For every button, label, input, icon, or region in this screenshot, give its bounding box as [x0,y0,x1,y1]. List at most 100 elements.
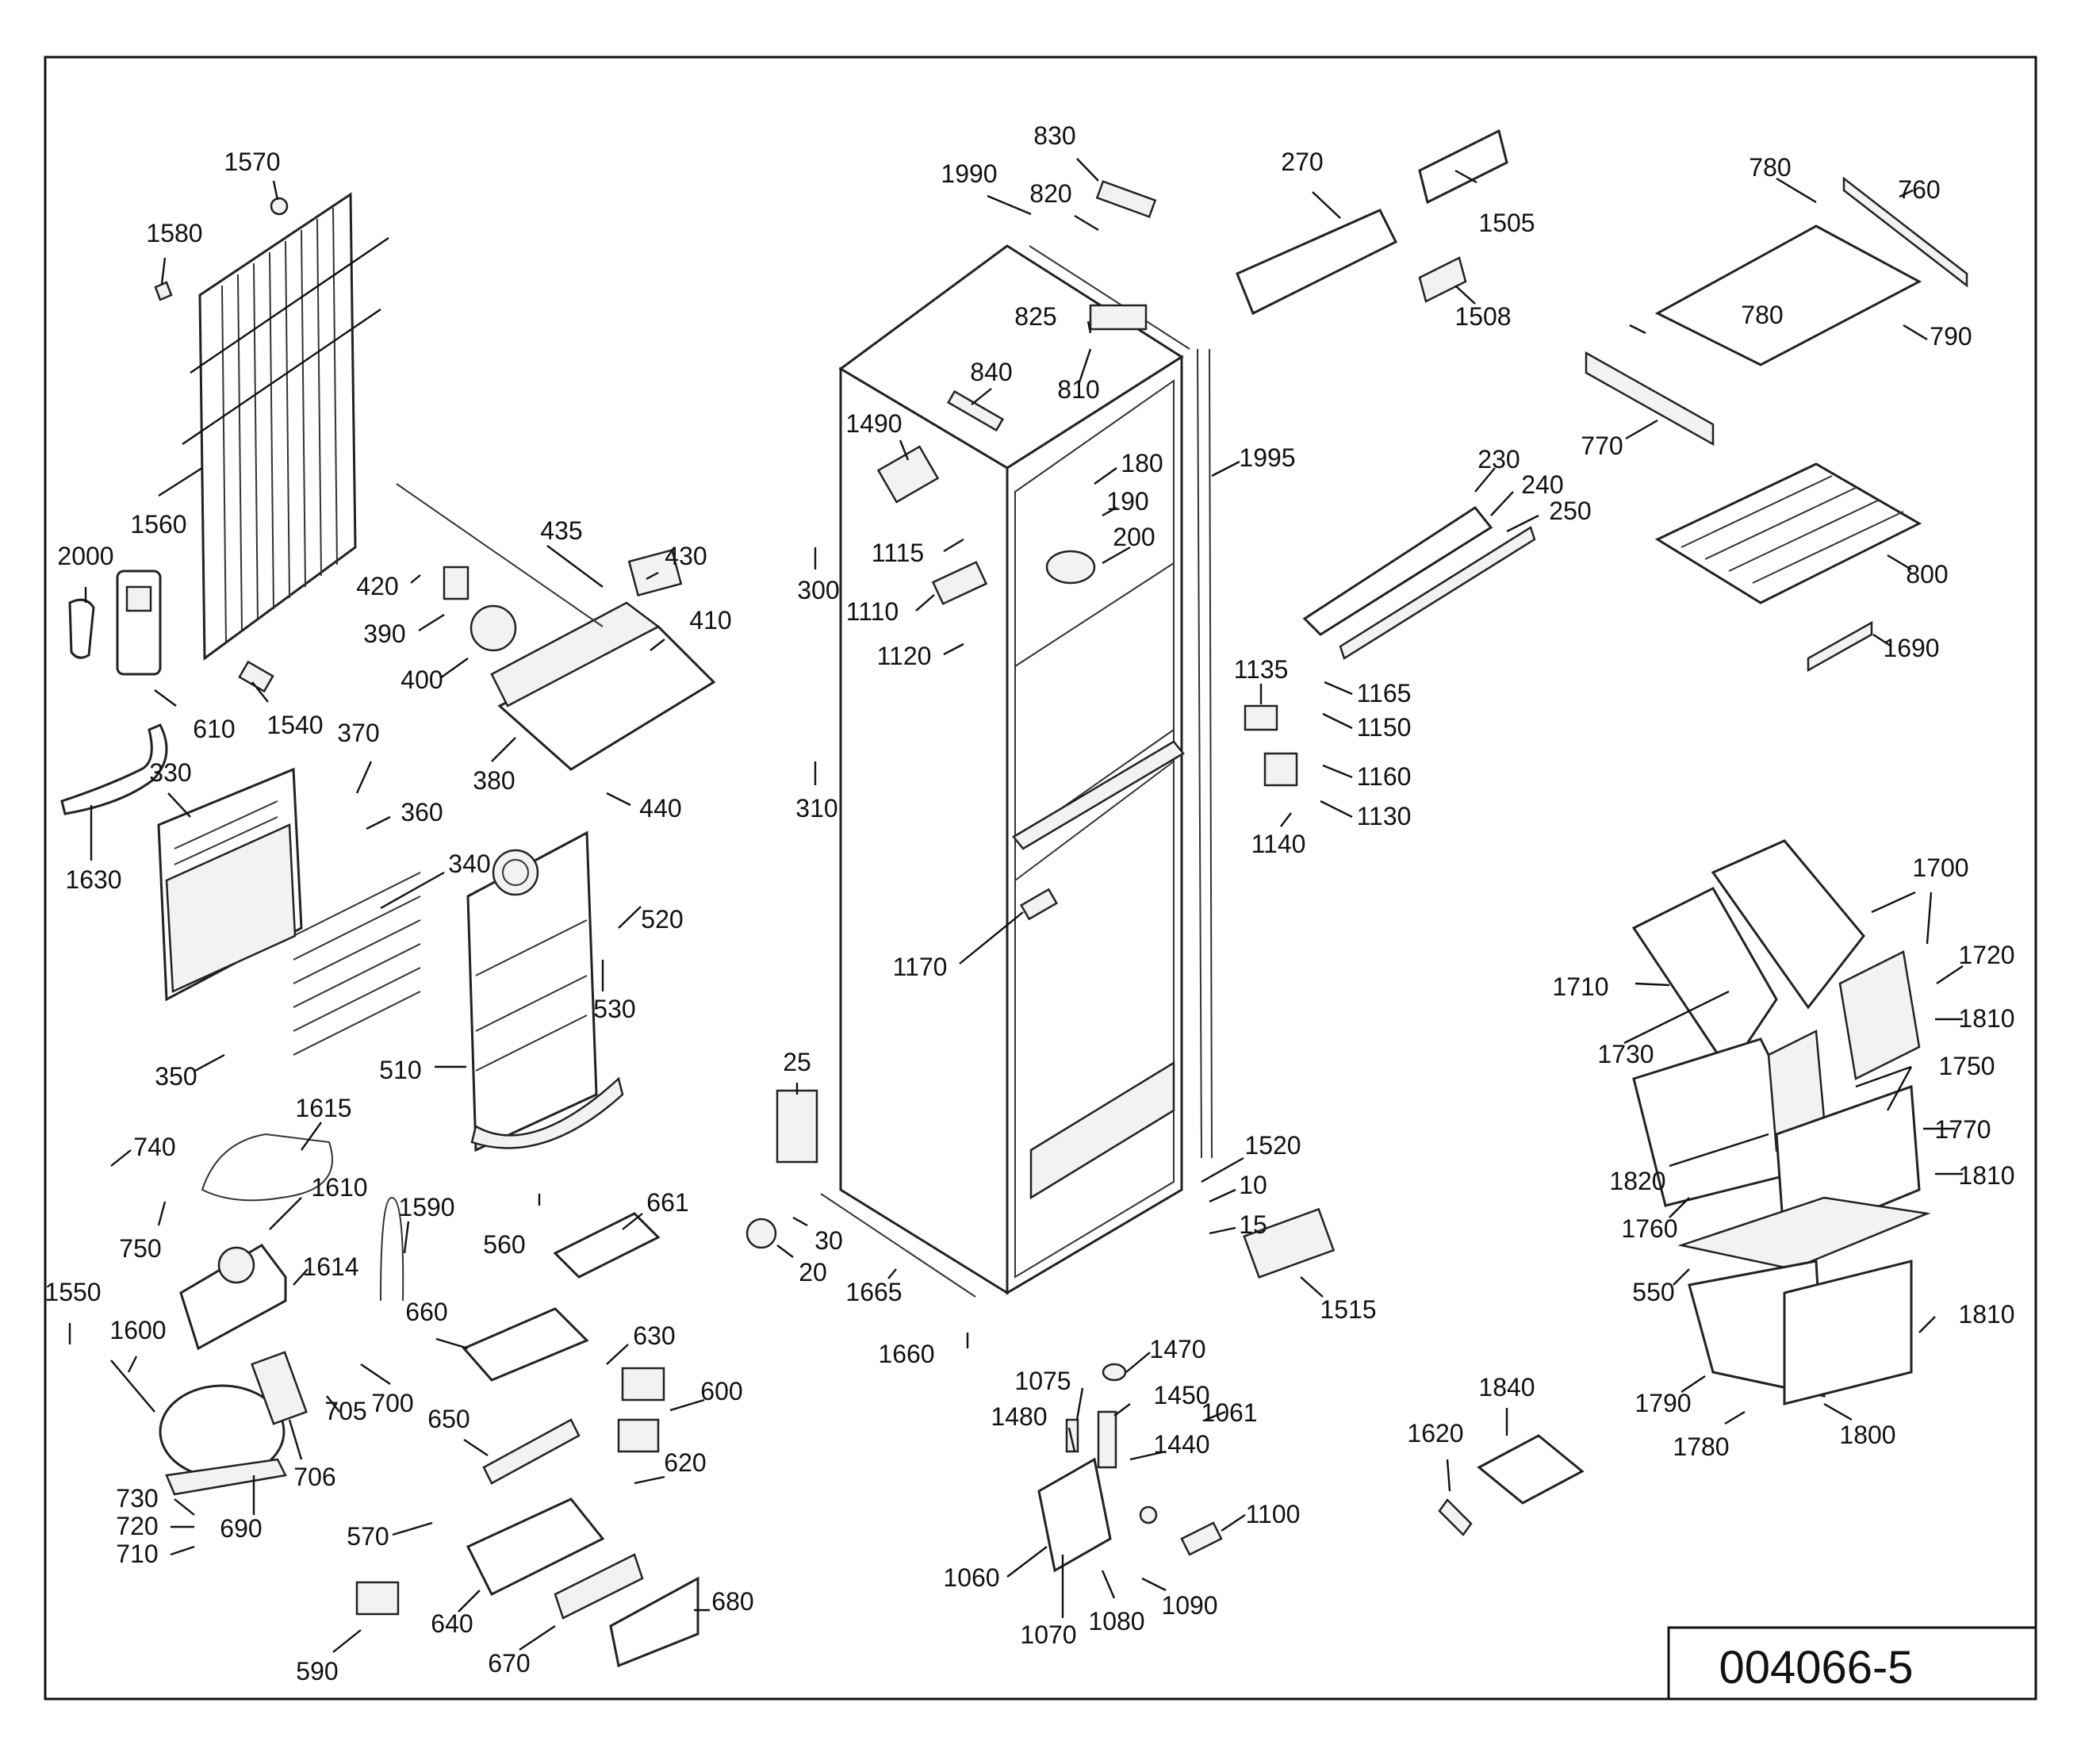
part-label-1505: 1505 [1478,209,1535,237]
hose-part [60,723,168,815]
part-label-1600: 1600 [109,1316,166,1344]
part-label-1700: 1700 [1912,853,1968,882]
part-label-570: 570 [347,1522,389,1551]
part-label-780: 780 [1749,153,1791,182]
valve-part [68,569,274,693]
part-label-1075: 1075 [1014,1367,1071,1395]
part-label-840: 840 [970,358,1012,386]
part-label-1615: 1615 [295,1094,351,1122]
part-label-1580: 1580 [146,219,202,247]
part-label-200: 200 [1113,523,1155,551]
part-label-240: 240 [1521,470,1563,499]
part-label-1750: 1750 [1938,1052,1995,1080]
fan-housing-part [396,483,716,771]
part-label-1810: 1810 [1958,1161,2014,1190]
part-label-1115: 1115 [872,539,924,567]
part-label-640: 640 [431,1609,473,1638]
title-block [1667,1626,2037,1701]
part-label-1090: 1090 [1161,1591,1217,1620]
part-label-1515: 1515 [1320,1295,1376,1324]
part-label-1810: 1810 [1958,1004,2014,1033]
part-label-1820: 1820 [1609,1167,1665,1195]
part-label-420: 420 [356,572,398,600]
tube-1590-part [380,1196,404,1302]
part-label-1770: 1770 [1934,1115,1991,1144]
part-label-661: 661 [646,1188,688,1217]
part-label-680: 680 [711,1587,753,1616]
part-label-1170: 1170 [893,953,948,981]
part-label-1800: 1800 [1839,1421,1895,1449]
part-label-350: 350 [155,1062,197,1091]
part-label-1720: 1720 [1958,941,2014,969]
control-assembly-parts [355,1212,699,1668]
part-label-1790: 1790 [1635,1389,1691,1417]
part-label-825: 825 [1014,302,1056,331]
part-label-360: 360 [400,798,443,826]
part-label-1665: 1665 [845,1278,902,1306]
part-label-1760: 1760 [1621,1214,1677,1243]
part-label-620: 620 [664,1448,706,1477]
part-label-550: 550 [1632,1278,1674,1306]
part-label-690: 690 [220,1514,262,1543]
part-label-1135: 1135 [1234,655,1289,684]
part-label-300: 300 [797,576,839,604]
pad-part [1477,1434,1585,1505]
part-label-740: 740 [133,1133,175,1161]
part-label-1570: 1570 [224,148,280,176]
part-label-1110: 1110 [846,597,899,626]
part-label-1061: 1061 [1201,1398,1257,1427]
evaporator-coil-part [293,872,421,1056]
part-label-1660: 1660 [878,1340,934,1368]
part-label-710: 710 [116,1540,158,1568]
shelf-parts [1585,176,1968,673]
part-label-330: 330 [149,758,191,787]
part-label-560: 560 [483,1230,525,1259]
part-label-1810: 1810 [1958,1300,2014,1329]
part-label-1840: 1840 [1478,1373,1535,1402]
hinge-assembly-parts [1037,1363,1223,1573]
part-label-1550: 1550 [44,1278,101,1306]
part-label-730: 730 [116,1484,158,1513]
screw-part [1438,1498,1473,1536]
part-label-400: 400 [400,665,443,694]
part-label-1780: 1780 [1673,1432,1729,1461]
drawer-parts [1631,839,1931,1405]
part-label-530: 530 [593,995,635,1023]
part-label-250: 250 [1549,497,1591,525]
part-label-590: 590 [296,1657,338,1685]
part-label-750: 750 [119,1234,161,1263]
part-label-440: 440 [639,794,681,823]
refrigerator-cabinet [745,180,1336,1298]
part-label-410: 410 [689,606,731,635]
pipe-loop-part [201,1133,333,1202]
part-label-1990: 1990 [941,159,997,188]
part-label-520: 520 [641,905,683,934]
part-label-600: 600 [700,1377,742,1405]
part-label-1590: 1590 [398,1193,454,1221]
compressor-part [110,1351,308,1496]
part-label-1620: 1620 [1407,1419,1463,1448]
part-label-1480: 1480 [991,1402,1047,1431]
part-label-1540: 1540 [266,711,323,739]
part-label-706: 706 [293,1463,335,1491]
part-label-190: 190 [1106,487,1148,516]
part-label-30: 30 [814,1226,843,1255]
part-label-1995: 1995 [1239,443,1295,472]
part-label-370: 370 [337,719,379,747]
part-label-15: 15 [1239,1210,1267,1239]
part-label-435: 435 [540,516,582,545]
part-label-1470: 1470 [1149,1335,1205,1363]
part-label-650: 650 [427,1405,469,1433]
part-label-180: 180 [1121,449,1163,477]
evaporator-cover-part [157,767,303,1002]
part-label-1060: 1060 [943,1563,999,1592]
part-label-810: 810 [1057,375,1099,404]
part-label-780: 780 [1741,301,1783,329]
part-label-510: 510 [379,1056,421,1084]
part-label-1710: 1710 [1552,972,1608,1001]
drawing-number: 004066-5 [1719,1642,1913,1693]
part-label-390: 390 [363,619,405,648]
